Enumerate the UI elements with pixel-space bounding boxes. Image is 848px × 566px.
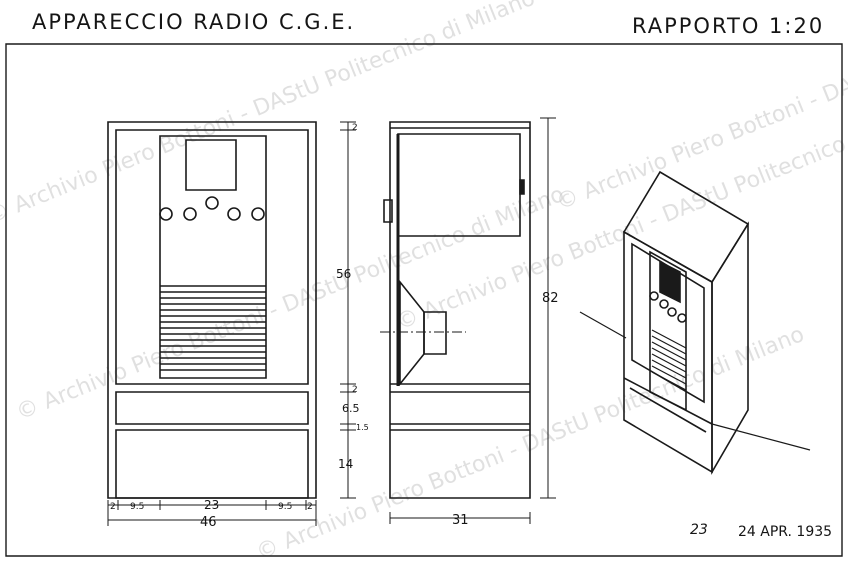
front-center-panel — [160, 136, 266, 378]
knob-icon — [160, 208, 172, 220]
cabinet-grille — [652, 330, 686, 390]
knob-icon — [184, 208, 196, 220]
knob-icon — [252, 208, 264, 220]
dim-total-height: 82 — [542, 291, 559, 306]
knob-icon — [206, 197, 218, 209]
sheet-border — [6, 44, 842, 556]
dim-depth: 31 — [452, 513, 469, 528]
side-view — [380, 122, 530, 498]
cabinet-side — [712, 224, 748, 472]
front-upper-panel — [116, 130, 308, 384]
dim-height-shelf: 6.5 — [342, 402, 360, 415]
dim-front-seg-1: 2 — [110, 502, 116, 512]
rear-latch — [520, 180, 524, 194]
front-shelf-panel — [116, 392, 308, 424]
cabinet-dial-window — [660, 262, 680, 302]
dim-front-seg-5: 2 — [307, 502, 313, 512]
front-view — [108, 122, 316, 498]
knob-icon — [660, 300, 668, 308]
watermark-text-1: © Archivio Piero Bottoni - DAStU Politec… — [0, 0, 539, 229]
dim-front-seg-2: 9.5 — [130, 502, 144, 512]
perspective-view — [580, 172, 810, 472]
watermark-text-2: © Archivio Piero Bottoni - DAStU Politec… — [13, 182, 568, 426]
speaker-grille — [160, 286, 266, 370]
knob-icon — [678, 314, 686, 322]
side-knob-icon — [384, 200, 392, 222]
dim-front-seg-4: 9.5 — [278, 502, 292, 512]
dim-height-gap: 2 — [352, 385, 358, 395]
dim-front-seg-3: 23 — [204, 498, 219, 512]
side-height-dimensions — [340, 122, 356, 498]
side-depth-dimension — [390, 512, 530, 524]
drawing-scale: RAPPORTO 1:20 — [632, 14, 825, 38]
sheet-number: 23 — [690, 522, 708, 538]
side-total-height-dimension — [540, 118, 556, 498]
front-base-panel — [116, 430, 308, 498]
knob-icon — [668, 308, 676, 316]
dim-height-main: 56 — [336, 267, 351, 281]
dim-height-top: 2 — [352, 123, 358, 133]
tuning-dial-window — [186, 140, 236, 190]
side-outer-frame — [390, 122, 530, 498]
dim-height-rail: 1.5 — [356, 423, 369, 432]
drawing-title: APPARECCIO RADIO C.G.E. — [32, 10, 356, 34]
speaker-magnet — [424, 312, 446, 354]
knob-icon — [228, 208, 240, 220]
front-dimensions — [108, 500, 316, 526]
sheet-date: 24 APR. 1935 — [738, 524, 833, 540]
dim-height-base: 14 — [338, 457, 353, 471]
dim-front-total-width: 46 — [200, 515, 217, 530]
knob-icon — [650, 292, 658, 300]
